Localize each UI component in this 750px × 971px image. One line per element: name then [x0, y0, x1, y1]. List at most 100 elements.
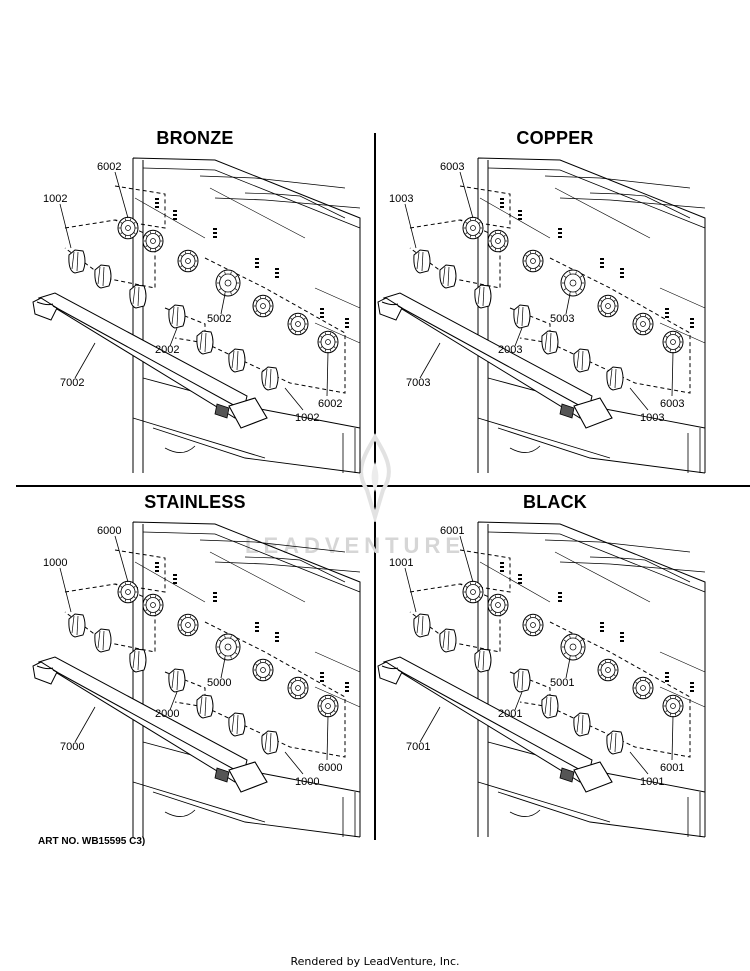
dial-ring-center	[560, 269, 586, 297]
knob-bottom-3	[606, 730, 624, 755]
range-line-art	[377, 157, 706, 474]
knob-bottom-1	[541, 330, 559, 355]
knob-left-3	[474, 648, 492, 673]
callout-right-ring: 6001	[660, 762, 685, 774]
knob-left-1	[68, 613, 86, 638]
knob-left-1	[68, 249, 86, 274]
dial-ring-top-right	[177, 613, 199, 637]
callout-right-ring: 6002	[318, 398, 343, 410]
range-line-art	[377, 521, 706, 838]
dial-ring-lower-right	[662, 330, 684, 354]
callout-center-ring: 5000	[207, 677, 232, 689]
callout-center-ring: 5002	[207, 313, 232, 325]
oven-door-handle	[32, 292, 268, 429]
dial-ring-lower-mid	[632, 676, 654, 700]
callout-top-knob: 6003	[440, 161, 465, 173]
dial-ring-lower-mid	[287, 312, 309, 336]
knob-small	[513, 668, 531, 693]
callout-right-ring: 6003	[660, 398, 685, 410]
knob-bottom-1	[541, 694, 559, 719]
oven-door-handle	[32, 656, 268, 793]
knob-small	[168, 304, 186, 329]
callout-handle: 7003	[406, 377, 431, 389]
callout-handle: 7000	[60, 741, 85, 753]
dial-ring-lower-mid	[287, 676, 309, 700]
knob-bottom-3	[606, 366, 624, 391]
dial-ring-lower-mid	[632, 312, 654, 336]
knob-left-1	[413, 249, 431, 274]
dial-ring-lower-left	[252, 658, 274, 682]
dial-ring-top-mid	[142, 593, 164, 617]
dial-ring-top-left	[462, 580, 484, 604]
callout-small-knob: 2001	[498, 708, 523, 720]
range-exploded-view	[32, 521, 361, 838]
dial-ring-top-mid	[142, 229, 164, 253]
dial-ring-lower-left	[597, 658, 619, 682]
callout-left-knob: 1000	[43, 557, 68, 569]
knob-bottom-2	[573, 712, 591, 737]
dial-ring-lower-left	[252, 294, 274, 318]
range-exploded-view	[32, 157, 361, 474]
knob-bottom-3	[261, 366, 279, 391]
callout-left-knob: 1001	[389, 557, 414, 569]
callout-small-knob: 2000	[155, 708, 180, 720]
quadrant-title: BRONZE	[156, 128, 234, 148]
callout-bottom-knob: 1000	[295, 776, 320, 788]
knob-left-1	[413, 613, 431, 638]
knob-left-3	[474, 284, 492, 309]
range-exploded-view	[377, 157, 706, 474]
dial-ring-lower-right	[317, 694, 339, 718]
art-number: ART NO. WB15595 C3)	[38, 836, 146, 847]
knob-small	[513, 304, 531, 329]
knob-small	[168, 668, 186, 693]
callout-right-ring: 6000	[318, 762, 343, 774]
quadrant-stainless: STAINLESS 6000 1000 5000 2000 7000 1000 …	[15, 492, 375, 842]
watermark-logo-icon	[359, 433, 391, 522]
quadrant-title: BLACK	[523, 492, 587, 512]
quadrant-copper: COPPER 6003 1003 5003 2003 7003 1003 600…	[375, 128, 735, 478]
dial-ring-lower-right	[662, 694, 684, 718]
watermark-text: LEADVENTURE	[245, 533, 466, 558]
callout-bottom-knob: 1003	[640, 412, 665, 424]
quadrant-title: COPPER	[516, 128, 594, 148]
callout-center-ring: 5001	[550, 677, 575, 689]
dial-ring-top-right	[177, 249, 199, 273]
callout-left-knob: 1003	[389, 193, 414, 205]
callout-small-knob: 2003	[498, 344, 523, 356]
dial-ring-center	[215, 633, 241, 661]
knob-left-2	[94, 628, 112, 653]
dial-ring-top-right	[522, 249, 544, 273]
dial-ring-center	[560, 633, 586, 661]
footer-credit: Rendered by LeadVenture, Inc.	[290, 955, 460, 968]
knob-bottom-1	[196, 330, 214, 355]
knob-bottom-3	[261, 730, 279, 755]
dial-ring-top-right	[522, 613, 544, 637]
dial-ring-top-left	[462, 216, 484, 240]
quadrant-title: STAINLESS	[144, 492, 246, 512]
callout-top-knob: 6000	[97, 525, 122, 537]
dial-ring-top-left	[117, 216, 139, 240]
callout-top-knob: 6002	[97, 161, 122, 173]
range-exploded-view	[377, 521, 706, 838]
knob-left-2	[94, 264, 112, 289]
callout-bottom-knob: 1001	[640, 776, 665, 788]
callout-handle: 7002	[60, 377, 85, 389]
oven-door-handle	[377, 656, 613, 793]
knob-bottom-2	[573, 348, 591, 373]
callout-center-ring: 5003	[550, 313, 575, 325]
callout-small-knob: 2002	[155, 344, 180, 356]
quadrant-bronze: BRONZE 6002 1002 5002 2002 7002 1002 600…	[15, 128, 375, 478]
dial-ring-lower-right	[317, 330, 339, 354]
knob-left-3	[129, 648, 147, 673]
knob-left-3	[129, 284, 147, 309]
callout-top-knob: 6001	[440, 525, 465, 537]
knob-left-2	[439, 264, 457, 289]
knob-left-2	[439, 628, 457, 653]
oven-door-handle	[377, 292, 613, 429]
callout-handle: 7001	[406, 741, 431, 753]
horizontal-divider	[16, 485, 750, 487]
quadrant-black: BLACK 6001 1001 5001 2001 7001 1001 6001	[375, 492, 735, 842]
callout-bottom-knob: 1002	[295, 412, 320, 424]
knob-bottom-2	[228, 348, 246, 373]
range-line-art	[32, 521, 361, 838]
